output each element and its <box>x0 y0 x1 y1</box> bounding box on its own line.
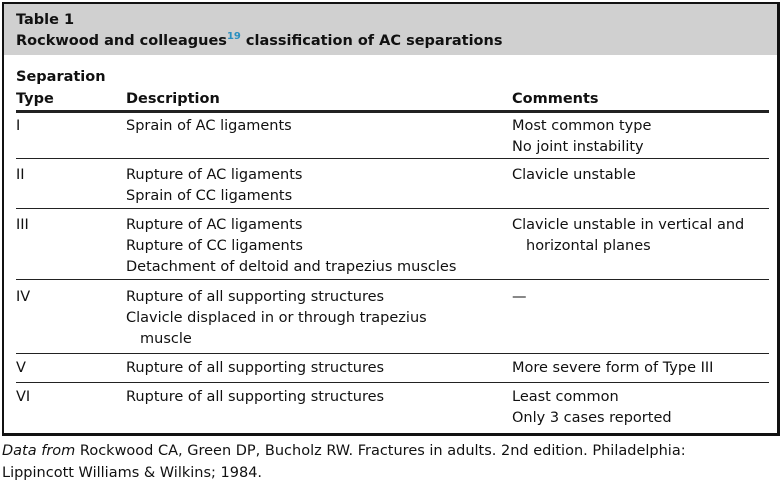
table-container: Table 1 Rockwood and colleagues19 classi… <box>2 2 780 436</box>
row-divider <box>16 158 769 159</box>
header-description: Description <box>126 91 220 107</box>
table-title: Rockwood and colleagues19 classification… <box>16 31 503 50</box>
header-type: Separation Type <box>16 69 106 107</box>
row-divider <box>16 382 769 383</box>
header-comments: Comments <box>512 91 599 107</box>
table-footnote: Data from Rockwood CA, Green DP, Bucholz… <box>2 443 686 481</box>
row-divider <box>16 353 769 354</box>
header-divider <box>16 110 769 113</box>
table-caption: Table 1 Rockwood and colleagues19 classi… <box>4 4 777 55</box>
row-divider <box>16 208 769 209</box>
table-label: Table 1 <box>16 12 75 28</box>
row-divider <box>16 279 769 280</box>
reference-link[interactable]: 19 <box>226 31 241 42</box>
